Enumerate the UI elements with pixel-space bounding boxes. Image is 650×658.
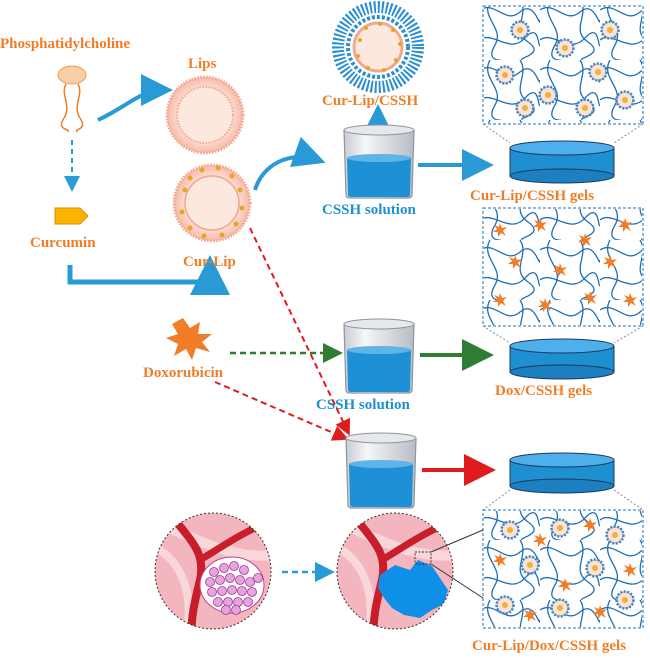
cur-lip-cssh-particle xyxy=(332,1,424,93)
beaker-icon-3 xyxy=(345,432,417,509)
liposome-icon xyxy=(165,75,245,155)
treated-tumor-tissue-icon xyxy=(336,512,454,630)
cssh-solution-label-1: CSSH solution xyxy=(322,202,416,218)
phosphatidylcholine-label: Phosphatidylcholine xyxy=(0,36,130,52)
phospholipid-icon xyxy=(57,65,87,133)
doxorubicin-label: Doxorubicin xyxy=(143,365,224,381)
cur-lip-liposome xyxy=(172,163,252,243)
tumor-tissue-icon xyxy=(154,512,272,630)
gel-disc-icon-2 xyxy=(509,338,615,380)
hydrogel-network-icon xyxy=(482,5,644,125)
arrow-to-cssh-solution xyxy=(253,136,326,191)
cur-lip-cssh-gels-label: Cur-Lip/CSSH gels xyxy=(470,188,594,204)
gel-disc-icon xyxy=(509,140,615,184)
lips-label: Lips xyxy=(188,56,217,72)
arrow-to-lips xyxy=(97,74,173,122)
curcumin-label: Curcumin xyxy=(30,235,96,251)
cur-lip-label: Cur-Lip xyxy=(183,254,236,270)
dox-hydrogel-network-icon xyxy=(482,207,644,327)
cur-lip-dox-cssh-gels-label: Cur-Lip/Dox/CSSH gels xyxy=(472,638,626,654)
starburst-icon xyxy=(166,318,212,360)
arrow-to-cur-lip xyxy=(67,255,230,295)
pentagon-tag-icon xyxy=(54,207,89,225)
beaker-icon-2 xyxy=(343,318,415,394)
beaker-icon xyxy=(343,124,415,199)
gel-disc-icon-3 xyxy=(509,452,615,494)
red-dashed-arrow-from-doxorubicin xyxy=(214,381,349,441)
dox-cssh-gels-label: Dox/CSSH gels xyxy=(495,383,592,399)
red-dashed-arrow-from-cur-lip xyxy=(249,227,351,436)
combined-hydrogel-network-icon xyxy=(482,509,644,629)
cssh-solution-label-2: CSSH solution xyxy=(316,397,410,413)
cur-lip-cssh-label: Cur-Lip/CSSH xyxy=(322,93,418,109)
